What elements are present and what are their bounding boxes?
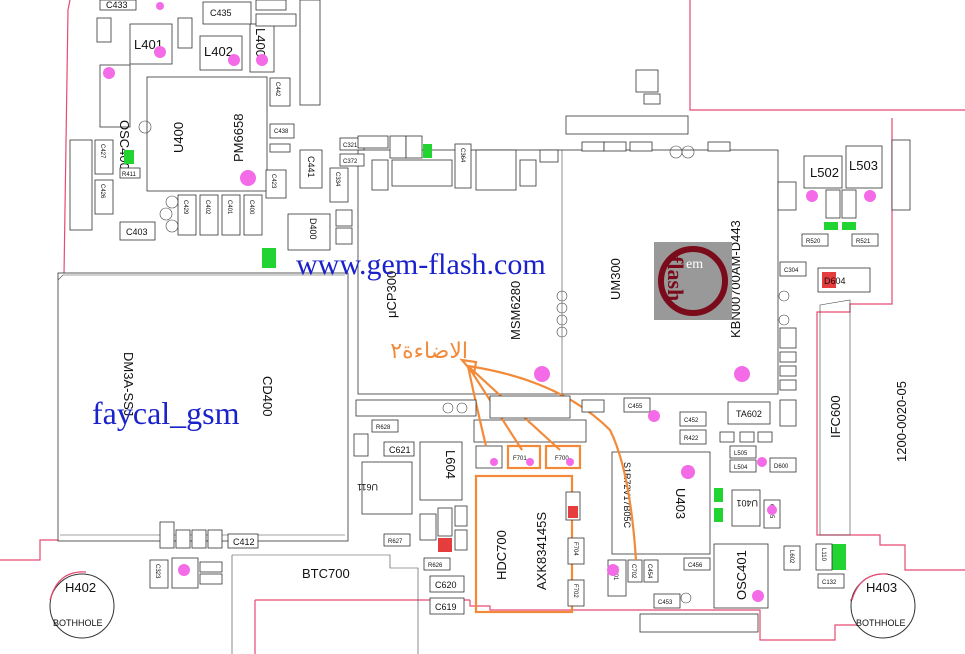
f704-label: F704 [572, 542, 578, 556]
gem-flash-logo [654, 242, 732, 320]
l110-label: L110 [820, 548, 826, 562]
l602-label: L602 [788, 550, 794, 564]
s1r-label: S1R72V17B05C [622, 462, 632, 529]
ifc600-connector [819, 299, 851, 536]
u611-label: U611 [357, 482, 378, 492]
ta602-label: TA602 [736, 409, 762, 419]
c334-label: C334 [334, 172, 340, 187]
bothhole-left [49, 573, 115, 639]
ucp300-label: μCP300 [384, 271, 399, 318]
l505-label: L505 [734, 451, 748, 457]
ifc-part-label: 1200-0020-05 [894, 381, 909, 462]
c321-label: C321 [343, 143, 358, 149]
c401-label: C401 [226, 200, 232, 215]
pm6658-label: PM6658 [231, 114, 246, 162]
r627-label: R627 [388, 539, 403, 545]
module-left-outline [57, 272, 349, 542]
c435-label: C435 [210, 8, 232, 18]
c619-label: C619 [435, 602, 457, 612]
c403-label: C403 [126, 227, 148, 237]
f700-label: F700 [555, 456, 569, 462]
msm6280-label: MSM6280 [508, 281, 523, 340]
c423-label: C423 [270, 174, 276, 189]
cd400-label: CD400 [260, 376, 275, 416]
osc401-label: OSC401 [734, 550, 749, 600]
c429-label: C429 [182, 200, 188, 215]
c323-label: C323 [154, 564, 160, 579]
u401-label: U401 [736, 498, 758, 508]
c438-label: C438 [274, 129, 289, 135]
r521-label: R521 [856, 239, 871, 245]
c364-label: C364 [459, 148, 465, 163]
u403-label: U403 [673, 488, 688, 519]
c372-label: C372 [343, 159, 358, 165]
btc700-label: BTC700 [302, 566, 350, 581]
d600-label: D600 [774, 464, 789, 470]
h403-label: H403 [866, 580, 897, 595]
d400-label: D400 [308, 218, 318, 240]
arabic-note: الاضاءة٢ [390, 339, 468, 364]
l502-label: L502 [810, 165, 839, 180]
l503-label: L503 [849, 158, 878, 173]
r520-label: R520 [806, 239, 821, 245]
ifc600-label: IFC600 [828, 395, 843, 438]
l504-label: L504 [734, 465, 748, 471]
c304-label: C304 [784, 268, 799, 274]
c456-label: C456 [688, 563, 703, 569]
c412-label: C412 [233, 537, 255, 547]
d400-part [287, 213, 331, 251]
site-watermark: www.gem-flash.com [296, 248, 546, 281]
l402-label: L402 [204, 44, 233, 59]
l604-label: L604 [443, 450, 458, 479]
bothhole-right-label: BOTHHOLE [856, 618, 906, 628]
c702-label: C702 [630, 564, 636, 579]
u400-label: U400 [171, 122, 186, 153]
author-watermark: faycal_gsm [92, 395, 240, 431]
c620-label: C620 [435, 580, 457, 590]
btc700-region [231, 554, 419, 654]
c442-label: C442 [274, 82, 280, 97]
c132-label: C132 [822, 580, 837, 586]
c455-label: C455 [628, 404, 643, 410]
dm3a-label: DM3A-SSJ [121, 352, 136, 416]
r626-label: R626 [428, 563, 443, 569]
h402-label: H402 [65, 580, 96, 595]
r422-label: R422 [684, 436, 699, 442]
f702-label: F702 [572, 584, 578, 598]
c402-label: C402 [204, 200, 210, 215]
c427-label: C427 [99, 144, 105, 159]
um300-label: UM300 [608, 258, 623, 300]
d604-label: D604 [824, 276, 846, 286]
hdc700-connector [474, 474, 574, 614]
axk-label: AXK834145S [534, 512, 549, 590]
c454-label: C454 [646, 564, 652, 579]
logo-word: flash [663, 256, 688, 301]
r411-label: R411 [122, 172, 137, 178]
c433-label: C433 [106, 0, 128, 10]
hdc700-label: HDC700 [494, 530, 509, 580]
f701-label: F701 [513, 456, 527, 462]
c453-label: C453 [658, 600, 673, 606]
c426-label: C426 [99, 184, 105, 199]
l400-label: L400 [253, 28, 268, 57]
logo-mark: em [686, 257, 703, 272]
bothhole-left-label: BOTHHOLE [53, 618, 103, 628]
c452-label: C452 [684, 418, 699, 424]
c621-label: C621 [389, 445, 411, 455]
r628-label: R628 [376, 425, 391, 431]
c441-label: C441 [306, 156, 316, 178]
c400-label: C400 [248, 200, 254, 215]
